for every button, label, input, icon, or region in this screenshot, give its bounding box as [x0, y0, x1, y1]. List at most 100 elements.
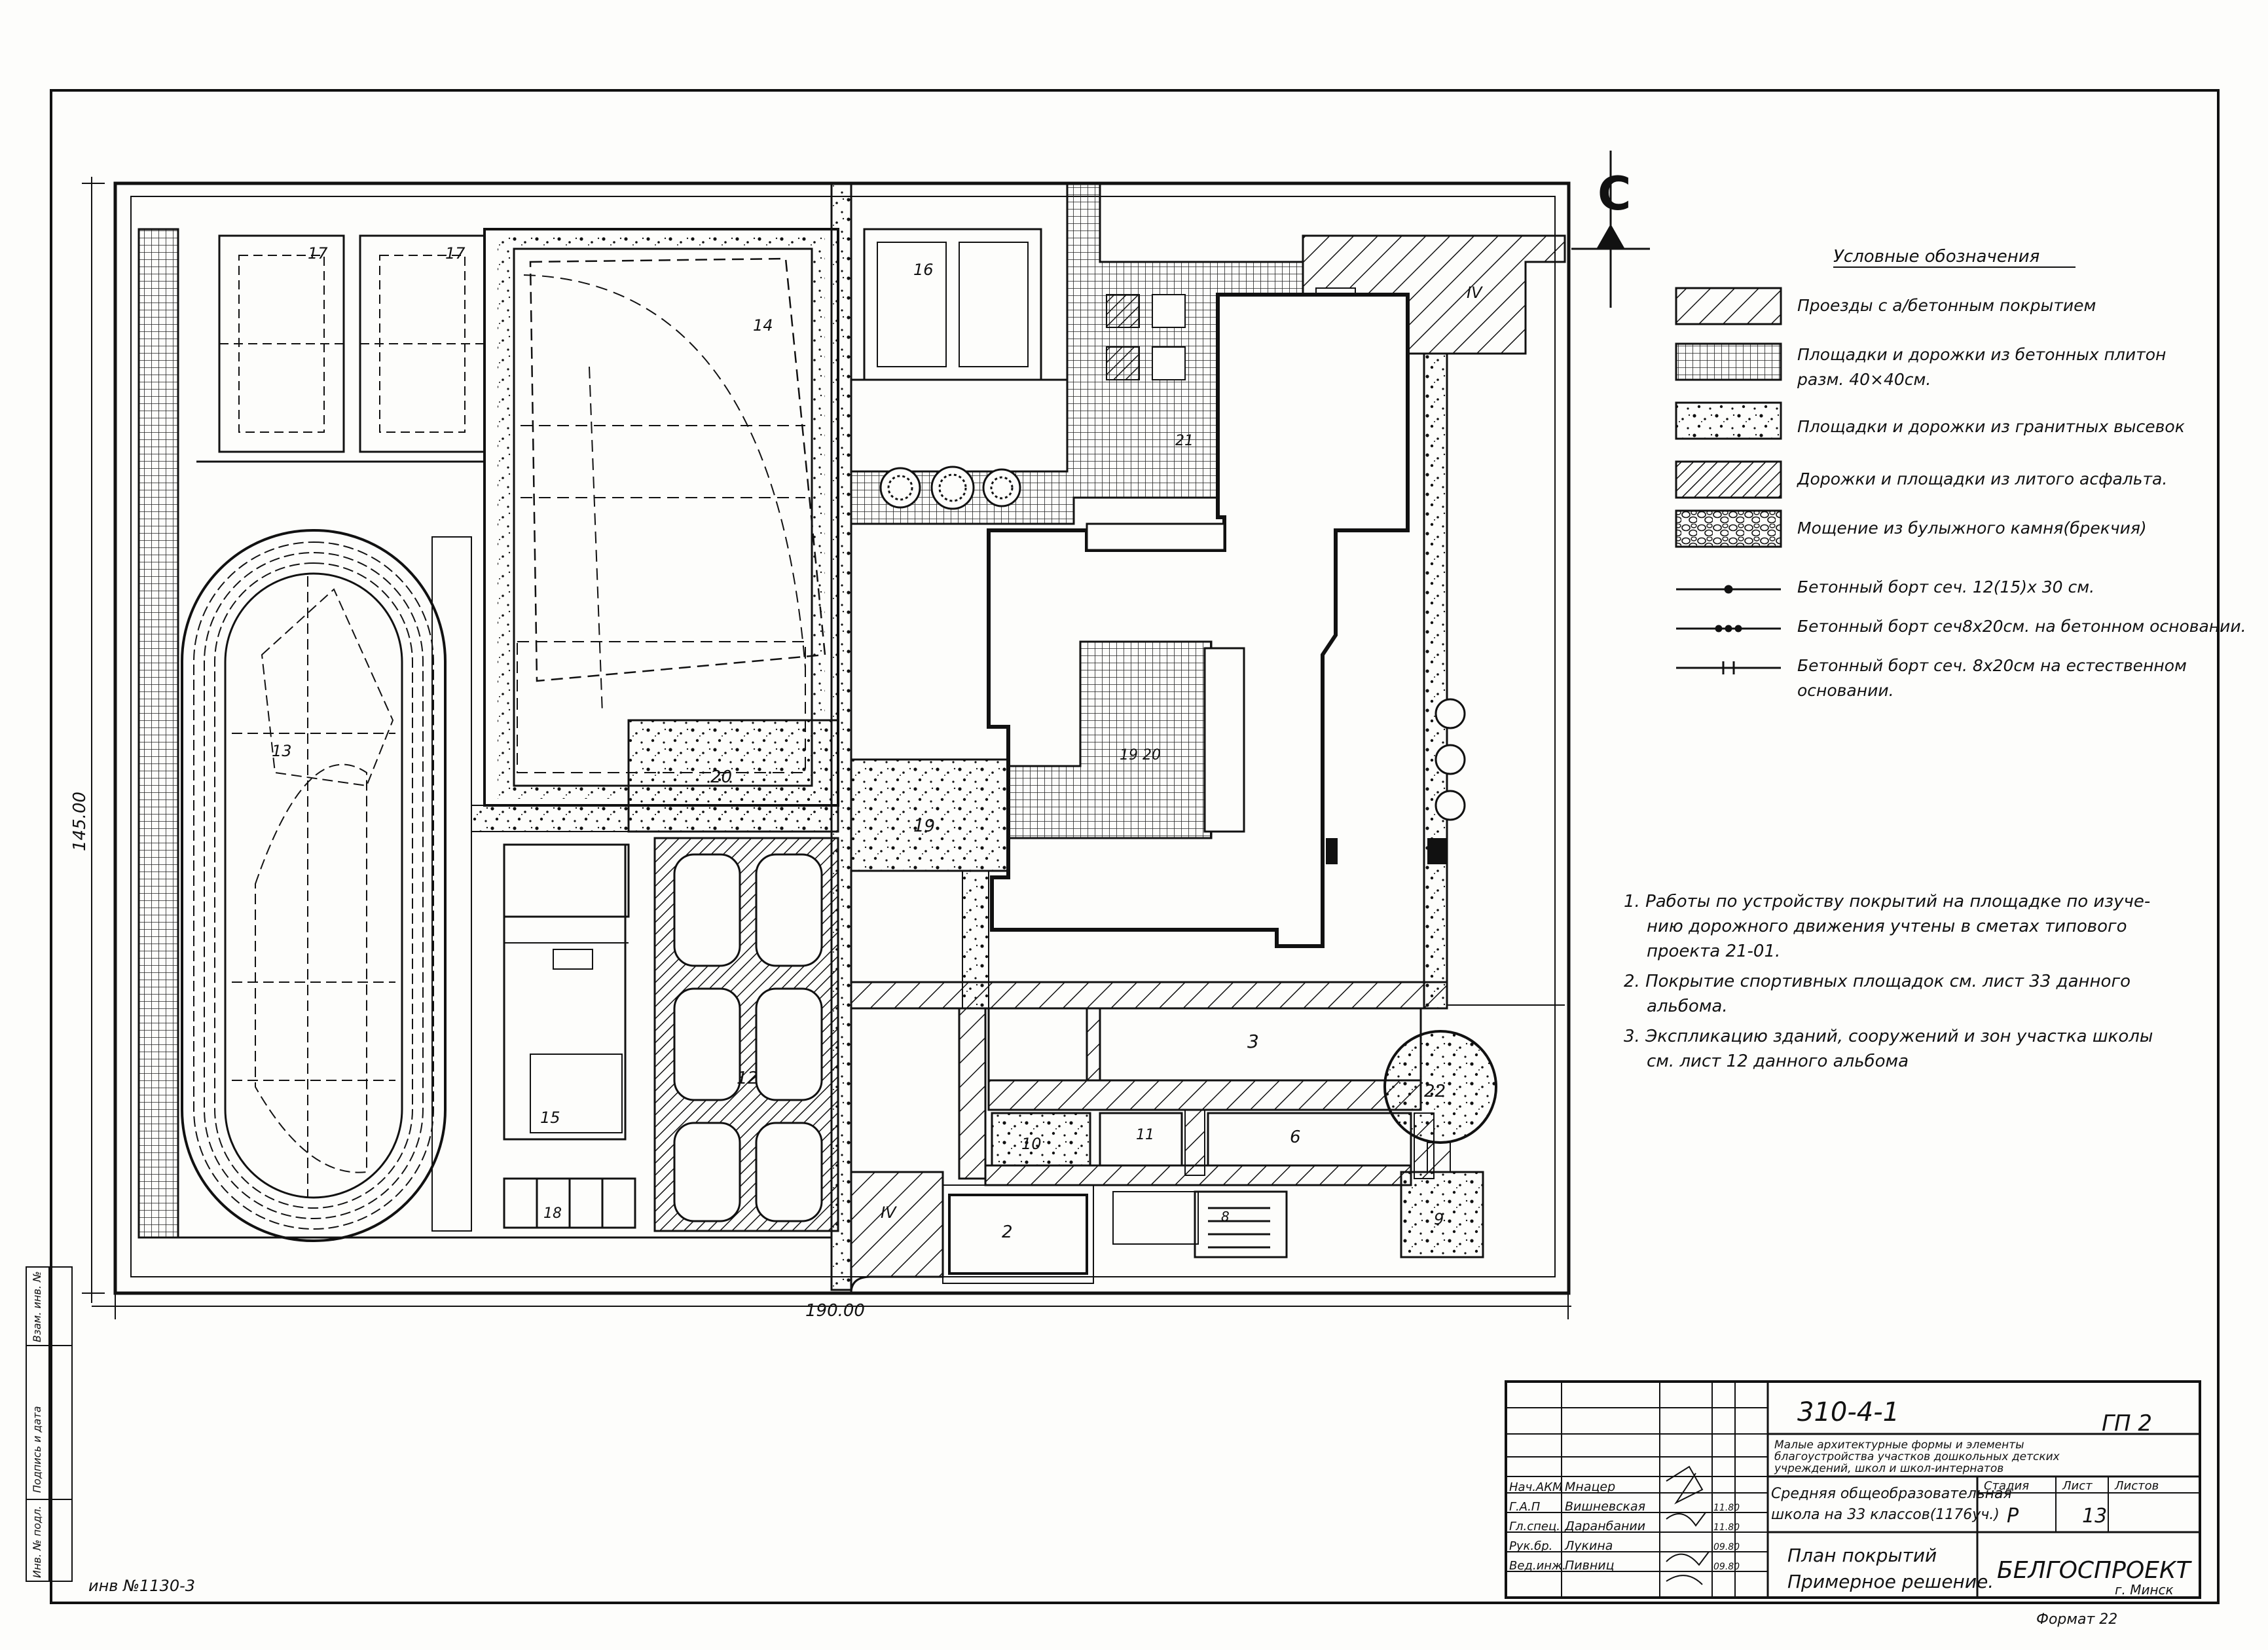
- site-label-15: 15: [540, 1109, 560, 1127]
- stamp-stage: Р: [2007, 1505, 2019, 1528]
- dimension-width: [92, 1293, 1571, 1319]
- site-label-20: 20: [710, 767, 732, 787]
- stamp-name: Пивниц: [1565, 1558, 1615, 1573]
- note-1-line: 1. Работы по устройству покрытий на площ…: [1624, 892, 2150, 911]
- stamp-stage-header: Лист: [2062, 1479, 2093, 1493]
- note-3-line: см. лист 12 данного альбома: [1647, 1052, 1909, 1071]
- site-label-10: 10: [1021, 1135, 1042, 1153]
- note-2-line: альбома.: [1647, 997, 1728, 1016]
- track-13: [181, 529, 447, 1242]
- stamp-stage-header: Стадия: [1984, 1479, 2029, 1493]
- legend-item-1-text: Проезды с а/бетонным покрытием: [1797, 296, 2096, 315]
- block-6: [1207, 1112, 1412, 1167]
- site-label-13: 13: [272, 742, 292, 760]
- stamp-date: 09.80: [1713, 1562, 1740, 1572]
- site-label-2: 2: [1002, 1222, 1013, 1242]
- side-stamp-label: Взам. инв. №: [31, 1271, 43, 1342]
- site-label-IVtop: IV: [1467, 284, 1483, 302]
- stamp-album-title-line: благоустройства участков дошкольных детс…: [1774, 1450, 2060, 1463]
- site-label-19: 19: [913, 816, 935, 836]
- stamp-object-line: школа на 33 классов(1176уч.): [1771, 1507, 2000, 1523]
- title-block: [1505, 1380, 2201, 1599]
- block-11: [1099, 1112, 1183, 1167]
- legend-item-3-text: Площадки и дорожки из гранитных высевок: [1797, 417, 2185, 436]
- site-label-9: 9: [1434, 1210, 1444, 1228]
- tree-row-east: [1435, 698, 1466, 821]
- stamp-name: Даранбании: [1564, 1519, 1645, 1533]
- stamp-sheet: 13: [2082, 1505, 2107, 1528]
- beds-12: [653, 837, 839, 1232]
- note-1-line: проекта 21-01.: [1647, 942, 1780, 961]
- east-path: [1423, 352, 1448, 1010]
- width-dimension-label: 190.00: [805, 1301, 865, 1321]
- site-label-18: 18: [543, 1205, 562, 1222]
- stamp-album-title-line: учреждений, школ и школ-интернатов: [1774, 1462, 2003, 1475]
- building-2: [948, 1194, 1088, 1275]
- stamp-role: Вед.инж.: [1509, 1559, 1566, 1573]
- height-dimension-label: 145.00: [70, 792, 90, 851]
- site-label-16: 16: [913, 261, 934, 279]
- side-stamp-label: Подпись и дата: [31, 1406, 43, 1493]
- stamp-role: Гл.спец.: [1509, 1520, 1560, 1533]
- site-label-14: 14: [753, 316, 773, 335]
- legend-title: Условные обозначения: [1833, 247, 2039, 266]
- block-3: [1099, 1007, 1422, 1082]
- stamp-date: 09.80: [1713, 1542, 1740, 1552]
- north-arrow: [1571, 151, 1650, 308]
- area-18: [503, 1177, 636, 1229]
- court-16: [863, 228, 1042, 381]
- site-label-22: 22: [1424, 1082, 1446, 1101]
- stamp-role: Нач.АКМ: [1509, 1480, 1563, 1494]
- site-label-1920: 19 20: [1120, 747, 1161, 763]
- stamp-date: 11.80: [1713, 1503, 1740, 1513]
- field-14: [483, 228, 839, 807]
- legend-item-8-text: Бетонный борт сеч. 8х20см на естественно…: [1797, 656, 2187, 675]
- legend-item-7-text: Бетонный борт сеч8х20см. на бетонном осн…: [1797, 617, 2246, 636]
- note-3-line: 3. Экспликацию зданий, сооружений и зон …: [1624, 1027, 2153, 1046]
- inventory-number: инв №1130-3: [88, 1577, 195, 1595]
- legend-swatches: [1675, 287, 1782, 674]
- legend-item-2-text: Площадки и дорожки из бетонных плитон: [1797, 345, 2166, 364]
- stamp-name: Вишневская: [1565, 1499, 1645, 1514]
- stamp-organization: БЕЛГОСПРОЕКТ: [1997, 1557, 2192, 1584]
- site-label-12: 12: [737, 1069, 758, 1088]
- stamp-role: Г.А.П: [1509, 1500, 1541, 1514]
- signatures: [1666, 1465, 1710, 1585]
- format-label: Формат 22: [2036, 1611, 2117, 1628]
- site-label-17b: 17: [445, 244, 466, 263]
- tree-row-top: [879, 466, 1021, 510]
- block-10: [991, 1112, 1091, 1167]
- site-label-8: 8: [1221, 1209, 1230, 1224]
- note-1-line: нию дорожного движения учтены в сметах т…: [1647, 917, 2127, 936]
- area-9: [1400, 1171, 1484, 1258]
- stamp-drawing-title-line: План покрытий: [1787, 1545, 1937, 1566]
- north-symbol: С: [1598, 167, 1631, 221]
- stamp-name: Мнацер: [1565, 1480, 1615, 1494]
- stamp-code: 310-4-1: [1797, 1397, 1899, 1427]
- plaza-19: [850, 758, 1010, 872]
- central-path: [830, 182, 852, 1291]
- stamp-sheet-code: ГП 2: [2102, 1410, 2152, 1437]
- legend-item-8-text: основании.: [1797, 681, 1894, 700]
- site-label-21: 21: [1175, 433, 1194, 449]
- note-2-line: 2. Покрытие спортивных площадок см. лист…: [1624, 972, 2131, 991]
- site-label-3: 3: [1247, 1031, 1259, 1052]
- side-stamp: [26, 1266, 73, 1582]
- legend-item-2-text: разм. 40×40см.: [1797, 370, 1931, 389]
- courts-17: [218, 234, 486, 453]
- area-15: [503, 843, 630, 1141]
- stamp-drawing-title-line: Примерное решение.: [1787, 1571, 1994, 1592]
- stamp-role: Рук.бр.: [1509, 1539, 1552, 1553]
- stamp-city: г. Минск: [2115, 1582, 2174, 1598]
- legend-item-5-text: Мощение из булыжного камня(брекчия): [1797, 519, 2147, 538]
- legend-item-4-text: Дорожки и площадки из литого асфальта.: [1797, 469, 2167, 488]
- dimension-height: [82, 177, 105, 1303]
- legend-item-6-text: Бетонный борт сеч. 12(15)х 30 см.: [1797, 578, 2094, 596]
- left-perimeter-path: [137, 228, 179, 1239]
- stamp-date: 11.80: [1713, 1522, 1740, 1533]
- site-label-6: 6: [1290, 1128, 1301, 1147]
- side-stamp-label: Инв. № подл.: [31, 1506, 43, 1578]
- road-IV-bottom: [850, 1171, 944, 1294]
